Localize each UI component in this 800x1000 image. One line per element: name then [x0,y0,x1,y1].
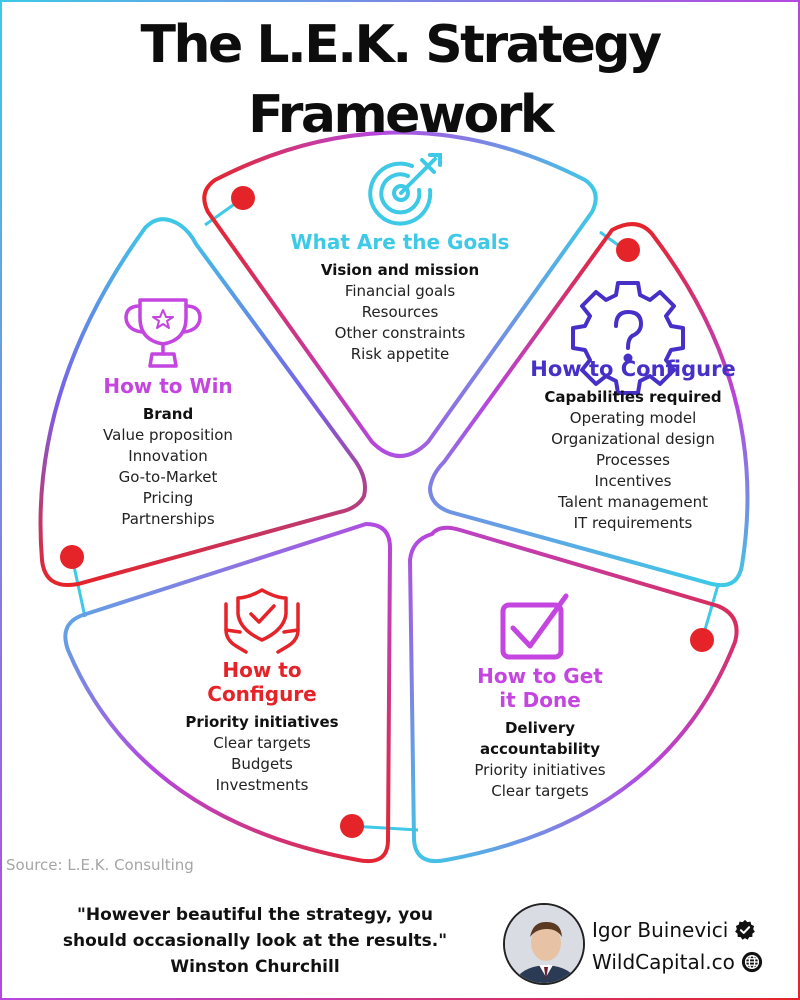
goals-subtitle: Vision and mission [320,261,480,279]
quote-author: Winston Churchill [170,957,340,977]
configure-right-item: Organizational design [551,430,715,448]
dot-top-left [231,186,255,210]
configure-right-item: Operating model [569,409,697,427]
configure-left-heading-line: Configure [207,682,317,706]
source-note: Source: L.E.K. Consulting [6,856,194,874]
quote-line: "However beautiful the strategy, you [77,905,433,925]
profile-block: Igor Buinevici WildCapital.co [592,914,763,978]
dot-bottom-right [690,628,714,652]
configure-right-item: Talent management [558,493,708,511]
configure-left-item: Investments [215,776,309,794]
win-item: Go-to-Market [118,468,218,486]
done-text: How to Get it Done Delivery accountabili… [445,664,635,802]
win-item: Innovation [128,447,208,465]
target-icon [368,153,442,226]
configure-left-subtitle: Priority initiatives [185,713,339,731]
avatar-portrait [505,905,583,983]
profile-name: Igor Buinevici [592,918,729,942]
dot-top-right [616,238,640,262]
configure-left-item: Clear targets [213,734,311,752]
configure-right-item: IT requirements [573,514,693,532]
done-heading-line: How to Get [477,664,603,688]
configure-right-subtitle: Capabilities required [544,388,722,406]
globe-icon [741,951,762,973]
done-subtitle-line: accountability [480,740,600,758]
win-item: Value proposition [103,426,233,444]
segment-win [38,217,367,587]
segment-goals [202,130,598,458]
configure-left-text: How to Configure Priority initiatives Cl… [162,658,362,796]
avatar [503,903,585,985]
segment-configure-left [63,521,393,863]
goals-item: Financial goals [344,282,456,300]
configure-left-heading-line: How to [222,658,302,682]
win-text: How to Win Brand Value proposition Innov… [68,374,268,530]
checkbox-icon [500,593,569,660]
goals-text: What Are the Goals Vision and mission Fi… [250,230,550,365]
goals-heading: What Are the Goals [290,230,510,254]
quote-line: should occasionally look at the results.… [62,931,448,951]
configure-right-text: How to Configure Capabilities required O… [508,357,758,534]
dot-bottom [340,814,364,838]
segment-configure-right [427,222,750,588]
trophy-icon [124,298,202,368]
page-title: The L.E.K. Strategy Framework [140,15,662,145]
segment-done [407,525,739,863]
goals-item: Risk appetite [350,345,450,363]
configure-left-item: Budgets [231,755,293,773]
quote-block: "However beautiful the strategy, you sho… [10,902,500,980]
configure-right-heading: How to Configure [530,357,736,381]
win-heading: How to Win [103,374,233,398]
done-heading-line: it Done [499,688,581,712]
configure-right-item: Processes [596,451,670,469]
shield-hands-icon [224,588,300,654]
goals-item: Other constraints [334,324,466,342]
verified-badge-icon [735,919,756,940]
goals-item: Resources [361,303,439,321]
question-gear-icon [571,281,685,395]
win-item: Pricing [142,489,194,507]
dot-left [60,545,84,569]
win-item: Partnerships [121,510,215,528]
win-subtitle: Brand [142,405,194,423]
connector-dots [60,186,714,838]
profile-site[interactable]: WildCapital.co [592,950,735,974]
done-subtitle-line: Delivery [504,719,576,737]
done-item: Clear targets [491,782,589,800]
done-item: Priority initiatives [474,761,606,779]
configure-right-item: Incentives [594,472,672,490]
